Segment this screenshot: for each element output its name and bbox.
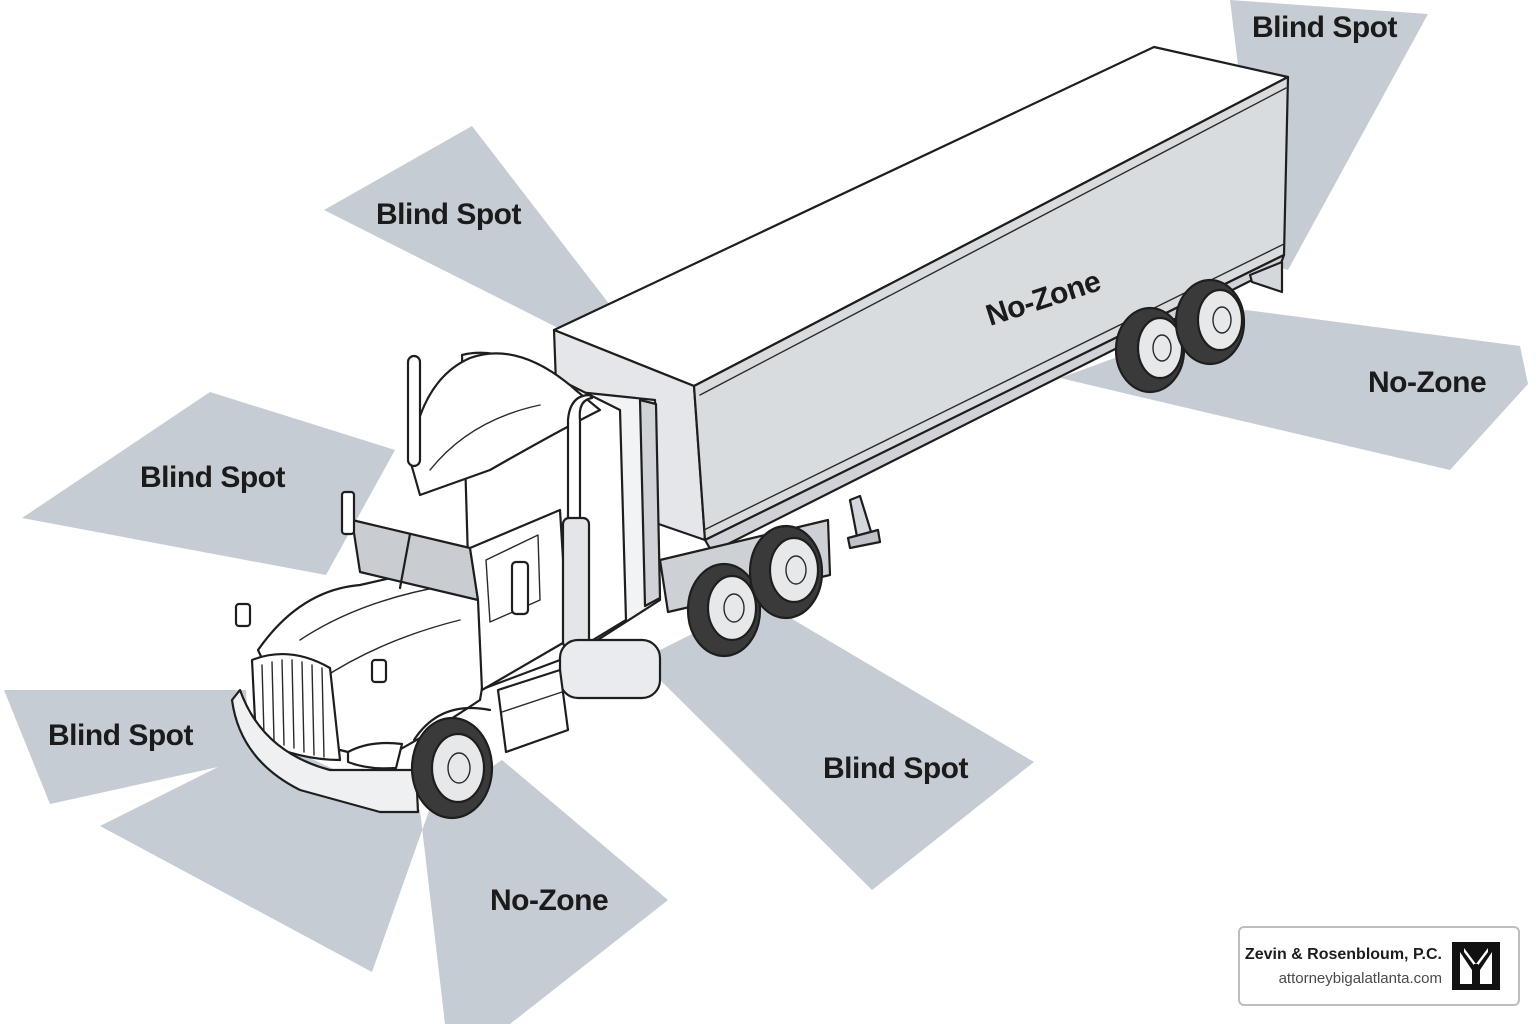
blind-spot-zone-upper-left	[324, 126, 610, 332]
label-no-zone-front: No-Zone	[490, 884, 608, 917]
blind-spot-zone-right-side	[640, 600, 1034, 890]
trailer	[552, 45, 1290, 554]
no-zone-front	[100, 740, 668, 1024]
blind-spot-zone-left	[22, 392, 395, 575]
brand-card: Zevin & Rosenbloum, P.C. attorneybigalat…	[1238, 926, 1520, 1006]
brand-name: Zevin & Rosenbloum, P.C.	[1244, 946, 1442, 963]
label-blind-spot-left: Blind Spot	[140, 461, 285, 494]
label-blind-spot-right-side: Blind Spot	[823, 752, 968, 785]
blind-spot-zone-lower-left	[4, 690, 250, 804]
tractor-cab	[230, 351, 662, 820]
tractor-drive-wheels	[658, 518, 832, 658]
label-no-zone-rear: No-Zone	[1368, 366, 1486, 399]
label-blind-spot-upper-left: Blind Spot	[376, 198, 521, 231]
label-blind-spot-lower-left: Blind Spot	[48, 719, 193, 752]
brand-url: attorneybigalatlanta.com	[1278, 970, 1442, 987]
label-blind-spot-top-right: Blind Spot	[1252, 11, 1397, 44]
trailer-wheels	[1114, 278, 1246, 394]
tuxedo-icon	[1452, 942, 1500, 990]
